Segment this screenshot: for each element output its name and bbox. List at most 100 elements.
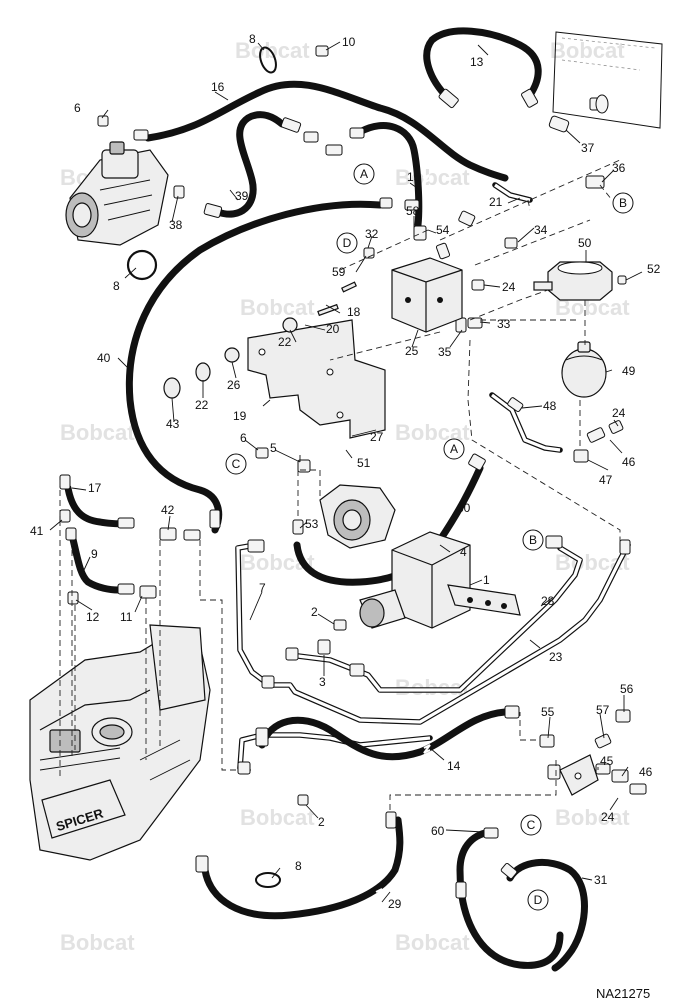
clamp-8 [255,872,281,888]
watermark: Bobcat [60,420,135,445]
callout-8: 8 [295,859,302,873]
callout-45: 45 [600,754,614,768]
watermark: Bobcat [240,805,315,830]
callout-8: 8 [249,32,256,46]
callout-21: 21 [489,195,503,209]
callout-10: 10 [342,35,356,49]
hose-39 [214,111,286,218]
callout-42: 42 [161,503,175,517]
hose-60 [456,828,564,969]
engine: SPICER [29,624,211,861]
callout-41: 41 [30,524,44,538]
callout-25: 25 [405,344,419,358]
watermarks: Bobcat Bobcat Bobcat Bobcat Bobcat Bobca… [60,38,630,955]
callout-56: 56 [620,682,634,696]
mounting-bracket [247,319,386,439]
callout-22: 22 [278,335,292,349]
connector-d: D [336,232,358,254]
connector-b: B [522,529,544,551]
callout-4: 4 [460,545,467,559]
dashed-lines [59,159,621,812]
connector-b: B [612,192,634,214]
callout-6: 6 [240,431,247,445]
callout-5: 5 [270,441,277,455]
connector-label: D [343,236,352,250]
callout-9: 9 [91,547,98,561]
connector-c: C [225,453,247,475]
watermark: Bobcat [550,38,625,63]
callout-28: 28 [541,594,555,608]
callout-39: 39 [235,189,249,203]
callout-60: 60 [431,824,445,838]
hydraulic-pump [65,141,169,246]
callout-24: 24 [502,280,516,294]
callout-33: 33 [497,317,511,331]
hose-14 [258,708,509,761]
window-glass [552,31,663,129]
hose-40 [125,200,384,534]
callout-17: 17 [88,481,102,495]
valve-block [391,257,463,333]
callout-8: 8 [113,279,120,293]
leader-lines [49,41,643,903]
callout-14: 14 [447,759,461,773]
callout-3: 3 [319,675,326,689]
callout-40: 40 [97,351,111,365]
callout-46: 46 [622,455,636,469]
connector-a: A [353,163,375,185]
callout-58: 58 [406,204,420,218]
callout-31: 31 [594,873,608,887]
callout-52: 52 [647,262,661,276]
callout-18: 18 [347,305,361,319]
callout-49: 49 [622,364,636,378]
figure-id: NA21275 [596,986,650,1000]
callout-59: 59 [332,265,346,279]
connectors: A A B B C C D D [225,163,634,911]
callout-32: 32 [365,227,379,241]
callout-22: 22 [195,398,209,412]
connector-label: A [360,167,368,181]
accumulator [561,341,607,398]
hose-31 [506,858,588,972]
clamp-8 [259,46,277,74]
connector-a: A [443,438,465,460]
callout-labels: 1 2 2 3 4 5 6 6 7 8 8 8 9 10 11 12 13 14… [30,32,661,911]
callout-19: 19 [233,409,247,423]
connector-label: C [232,457,241,471]
connector-label: D [534,893,543,907]
callout-6: 6 [74,101,81,115]
callout-34: 34 [534,223,548,237]
callout-55: 55 [541,705,555,719]
callout-54: 54 [436,223,450,237]
connector-label: A [450,442,458,456]
connector-label: C [527,818,536,832]
watermark: Bobcat [240,295,315,320]
connector-c: C [520,814,542,836]
callout-24: 24 [601,810,615,824]
hose-16 [144,80,509,182]
break-marks [229,173,431,898]
callout-13: 13 [470,55,484,69]
callout-11: 11 [120,610,133,624]
connector-label: B [529,533,537,547]
control-valve [359,531,521,629]
connector-d: D [527,889,549,911]
callout-24: 24 [612,406,626,420]
callout-37: 37 [581,141,595,155]
callout-50: 50 [578,236,592,250]
callout-38: 38 [169,218,183,232]
callout-30: 30 [457,501,471,515]
callout-16: 16 [211,80,225,94]
watermark: Bobcat [60,930,135,955]
callout-43: 43 [166,417,180,431]
callout-1: 1 [483,573,490,587]
motor [319,484,396,549]
callout-27: 27 [370,430,384,444]
fittings [59,45,647,899]
hose-9 [68,531,122,594]
watermark: Bobcat [395,165,470,190]
clamp-8 [126,249,158,281]
callout-26: 26 [227,378,241,392]
callout-20: 20 [326,322,340,336]
